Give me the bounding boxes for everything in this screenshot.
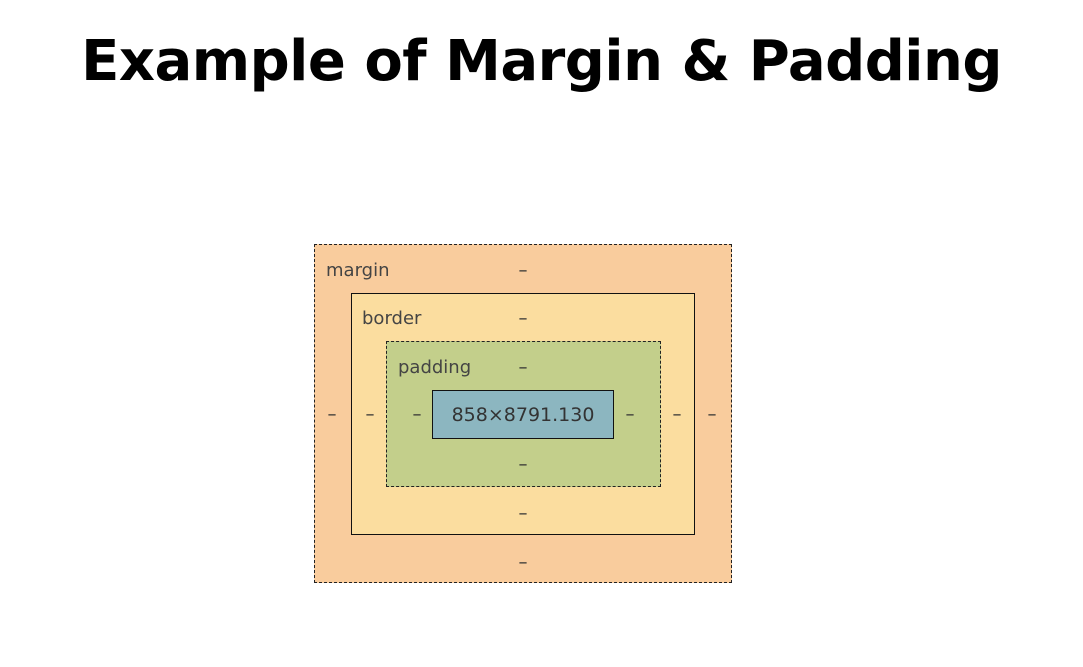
content-size-label: 858×8791.130 (451, 403, 595, 426)
margin-left-value: – (327, 404, 337, 425)
border-left-value: – (365, 404, 375, 425)
margin-right-value: – (707, 404, 717, 425)
border-right-value: – (672, 404, 682, 425)
padding-label: padding (398, 357, 472, 378)
padding-top-value: – (518, 357, 528, 378)
border-bottom-value: – (518, 503, 528, 524)
padding-bottom-value: – (518, 454, 528, 475)
content-box: 858×8791.130 (432, 390, 614, 439)
margin-top-value: – (518, 260, 528, 281)
border-top-value: – (518, 308, 528, 329)
margin-bottom-value: – (518, 552, 528, 573)
border-label: border (362, 308, 422, 329)
margin-label: margin (326, 260, 390, 281)
page-title: Example of Margin & Padding (81, 29, 1002, 94)
padding-right-value: – (625, 404, 635, 425)
padding-left-value: – (412, 404, 422, 425)
